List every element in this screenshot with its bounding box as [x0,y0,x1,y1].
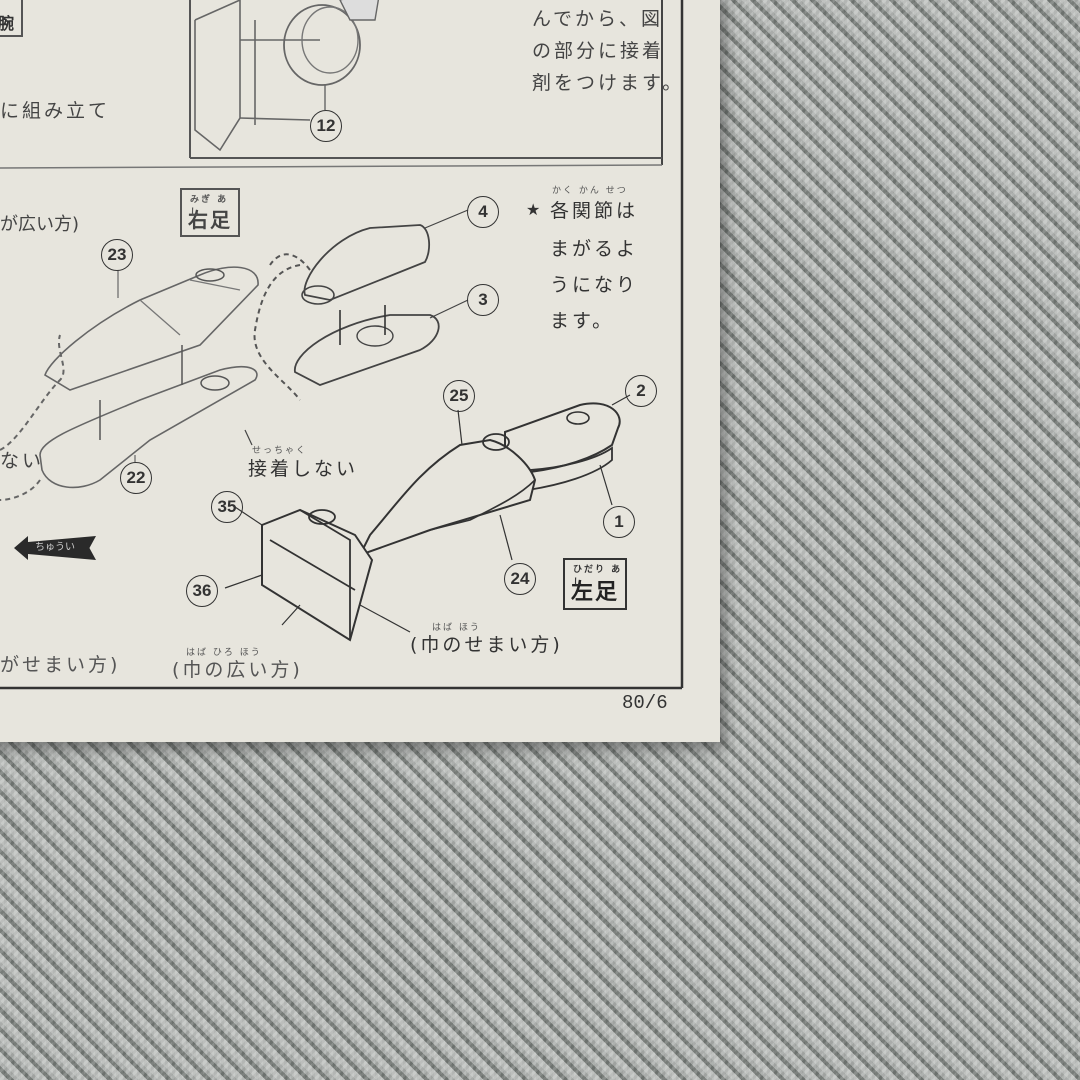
no-glue-ruby: せっちゃく [252,446,308,456]
right-leg-label: みぎ あし 右足 [180,188,240,237]
narrow-side-label-partial: がせまい方) [0,654,121,676]
part-number-2: 2 [625,375,657,407]
star-icon: ★ [526,200,541,219]
caution-arrow-tag: ちゅうい [14,536,96,560]
wide-side-label-partial: が広い方) [0,214,80,235]
part-number-35: 35 [211,491,243,523]
right-leg-text: 右足 [188,208,232,232]
part-number-36: 36 [186,575,218,607]
left-leg-label: ひだり あし 左足 [563,558,628,610]
part-number-12: 12 [310,110,342,142]
part-number-4: 4 [467,196,499,228]
left-leg-ruby: ひだり あし [573,565,623,588]
no-glue-label: 接着しない [248,458,359,480]
part-number-1: 1 [603,506,635,538]
instruction-line-1: んでから、図 [532,8,664,30]
joint-note-ruby: かく かん せつ [552,186,628,196]
joint-note-line-1: 各関節は [550,200,639,222]
part-number-23: 23 [101,239,133,271]
right-leg-ruby: みぎ あし [190,195,229,218]
joint-note-line-3: うになり [550,274,639,296]
arm-label-partial: 腕 [0,14,18,33]
joint-note-line-2: まがるよ [550,238,639,260]
part-number-3: 3 [467,284,499,316]
narrow-side-label: (巾のせまい方) [410,634,563,656]
wide-side-label: (巾の広い方) [172,659,303,681]
assemble-text-partial: に組み立て [0,100,111,122]
part-number-24: 24 [504,563,536,595]
part-number-25: 25 [443,380,475,412]
instruction-line-2: の部分に接着 [532,40,665,62]
no-glue-label-partial: ない [0,450,45,472]
page-number: 80/6 [622,692,668,714]
wide-side-ruby: はば ひろ ほう [186,648,262,658]
instruction-line-3: 剤をつけます。 [532,72,685,94]
joint-note-line-4: ます。 [550,310,615,332]
left-leg-text: 左足 [571,580,620,605]
narrow-side-ruby: はば ほう [432,623,481,633]
part-number-22: 22 [120,462,152,494]
